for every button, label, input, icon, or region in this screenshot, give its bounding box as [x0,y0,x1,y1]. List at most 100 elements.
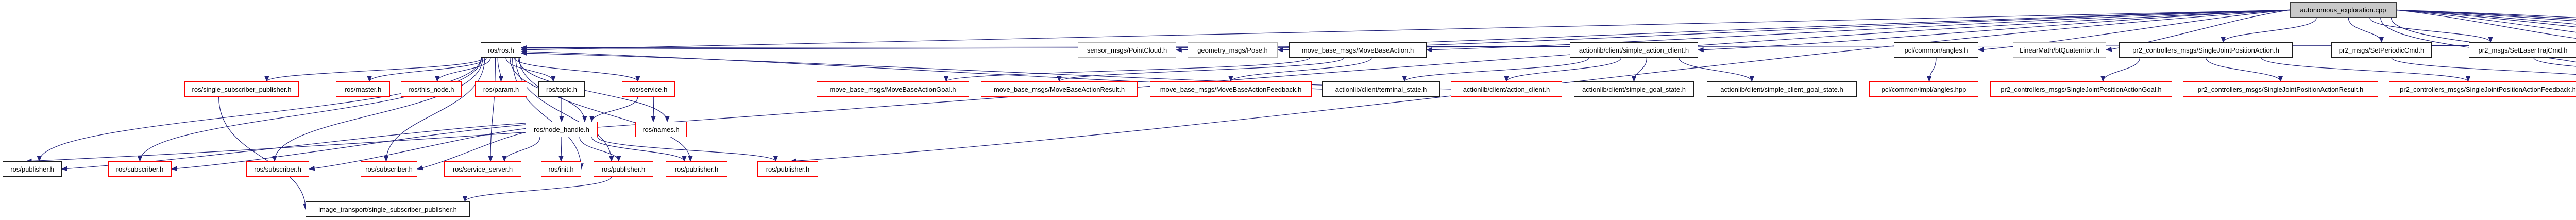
node-label: ros/service_server.h [452,165,513,173]
graph-root-node-root[interactable]: autonomous_exploration.cpp [2290,2,2397,18]
graph-node-sjpaf[interactable]: pr2_controllers_msgs/SingleJointPosition… [2389,81,2576,97]
node-label: pr2_msgs/SetLaserTrajCmd.h [2478,46,2568,54]
edge-nh-ssrv [502,137,540,162]
node-label: ros/param.h [483,85,519,93]
edge-ros_h-pubk [37,57,482,162]
edge-nh-pub3 [597,137,778,162]
graph-node-btq[interactable]: LinearMath/btQuaternion.h [2013,42,2106,58]
graph-node-service[interactable]: ros/service.h [622,81,675,97]
edge-root-marker [2396,9,2576,18]
node-label: actionlib/client/action_client.h [1463,85,1550,93]
node-label: ros/this_node.h [408,85,454,93]
edge-ros_h-pub2 [519,57,693,162]
graph-node-sjpar[interactable]: pr2_controllers_msgs/SingleJointPosition… [2183,81,2378,97]
graph-node-sjpa[interactable]: pr2_controllers_msgs/SingleJointPosition… [2119,42,2293,58]
edge-root-sac [1697,9,2290,53]
edge-service-names [651,96,656,123]
node-label: move_base_msgs/MoveBaseAction.h [1301,46,1414,54]
edge-root-sjpa [2221,18,2317,43]
graph-node-mbaf[interactable]: move_base_msgs/MoveBaseActionFeedback.h [1150,81,1312,97]
node-label: actionlib/client/terminal_state.h [1335,85,1427,93]
graph-node-mbag[interactable]: move_base_msgs/MoveBaseActionGoal.h [817,81,969,97]
edge-sjpa-sjpaf [2261,57,2471,82]
graph-node-pub1[interactable]: ros/publisher.h [594,161,653,177]
graph-node-angles[interactable]: pcl/common/angles.h [1894,42,1978,58]
node-label: ros/node_handle.h [534,125,589,133]
graph-node-sub1[interactable]: ros/subscriber.h [108,161,172,177]
edge-nh-sub1 [171,124,526,171]
edge-ros_h-topic [505,57,556,82]
node-label: ros/subscriber.h [116,165,164,173]
graph-node-term[interactable]: actionlib/client/terminal_state.h [1322,81,1440,97]
graph-node-thisnode[interactable]: ros/this_node.h [401,81,462,97]
node-label: pr2_controllers_msgs/SingleJointPosition… [2001,85,2162,93]
graph-node-mbar[interactable]: move_base_msgs/MoveBaseActionResult.h [981,81,1138,97]
edge-ros_h-init [512,57,584,170]
node-label: pr2_controllers_msgs/SingleJointPosition… [2132,46,2279,54]
node-label: pcl/common/angles.h [1904,46,1968,54]
graph-node-sjpag[interactable]: pr2_controllers_msgs/SingleJointPosition… [1990,81,2172,97]
edge-ros_h-ssrv [488,57,496,162]
node-label: ros/publisher.h [766,165,810,173]
node-label: ros/service.h [629,85,668,93]
node-label: actionlib/client/simple_client_goal_stat… [1720,85,1843,93]
edge-ssp-itssp [218,96,308,210]
graph-node-pubk[interactable]: ros/publisher.h [3,161,62,177]
edge-root-plug [2396,9,2576,25]
graph-node-scgs[interactable]: actionlib/client/simple_client_goal_stat… [1707,81,1857,97]
graph-node-pointcloud[interactable]: sensor_msgs/PointCloud.h [1078,42,1176,58]
edge-root-mba [1426,9,2290,53]
node-label: actionlib/client/simple_action_client.h [1579,46,1689,54]
edge-nh-init [558,137,564,162]
graph-node-sltc[interactable]: pr2_msgs/SetLaserTrajCmd.h [2469,42,2576,58]
edge-ros_h-names [518,57,670,123]
edge-mba-mbar [1057,57,1345,82]
node-label: LinearMath/btQuaternion.h [2020,46,2099,54]
graph-node-init[interactable]: ros/init.h [541,161,581,177]
edge-root-pcln [2396,9,2576,33]
node-label: autonomous_exploration.cpp [2300,6,2386,14]
edge-ros_h-ssp [264,57,484,82]
edge-service-nh [589,96,638,123]
node-label: ros/master.h [344,85,382,93]
graph-node-sac[interactable]: actionlib/client/simple_action_client.h [1570,42,1698,58]
graph-node-sub2[interactable]: ros/subscriber.h [246,161,309,177]
node-label: move_base_msgs/MoveBaseActionFeedback.h [1160,85,1302,93]
graph-node-angleshpp[interactable]: pcl/common/impl/angles.hpp [1869,81,1978,97]
graph-node-ssp[interactable]: ros/single_subscriber_publisher.h [184,81,299,97]
edge-root-spc [2348,18,2384,43]
edge-root-lss [2396,9,2576,39]
graph-node-nh[interactable]: ros/node_handle.h [526,122,598,137]
graph-node-topic[interactable]: ros/topic.h [538,81,585,97]
graph-node-ros_h[interactable]: ros/ros.h [481,42,521,58]
graph-node-acli[interactable]: actionlib/client/action_client.h [1451,81,1562,97]
graph-node-sub3[interactable]: ros/subscriber.h [361,161,417,177]
edge-root-posearr [2396,9,2576,20]
graph-node-master[interactable]: ros/master.h [336,81,390,97]
node-label: ros/publisher.h [601,165,646,173]
edge-ros_h-service [514,57,640,82]
edge-ros_h-thisnode [435,57,491,82]
graph-node-param[interactable]: ros/param.h [475,81,527,97]
graph-node-itssp[interactable]: image_transport/single_subscriber_publis… [306,201,470,217]
edge-sac-sgs [1631,57,1647,82]
node-label: sensor_msgs/PointCloud.h [1087,46,1167,54]
graph-node-sgs[interactable]: actionlib/client/simple_goal_state.h [1574,81,1694,97]
graph-node-pub2[interactable]: ros/publisher.h [666,161,727,177]
node-label: ros/subscriber.h [254,165,301,173]
edge-nh-sub2 [308,128,526,171]
graph-node-ssrv[interactable]: ros/service_server.h [444,161,521,177]
graph-node-names[interactable]: ros/names.h [635,122,687,137]
node-label: move_base_msgs/MoveBaseActionGoal.h [829,85,956,93]
graph-node-spc[interactable]: pr2_msgs/SetPeriodicCmd.h [2331,42,2432,58]
graph-node-mba[interactable]: move_base_msgs/MoveBaseAction.h [1289,42,1427,58]
edge-ros_h-sub1 [137,57,482,162]
node-label: actionlib/client/simple_goal_state.h [1582,85,1686,93]
graph-node-pose[interactable]: geometry_msgs/Pose.h [1188,42,1278,58]
edge-root-pcdio [2396,9,2576,27]
node-label: ros/ros.h [488,46,514,54]
graph-node-pub3[interactable]: ros/publisher.h [757,161,818,177]
node-label: pr2_controllers_msgs/SingleJointPosition… [2400,85,2576,93]
node-label: ros/names.h [642,125,680,133]
